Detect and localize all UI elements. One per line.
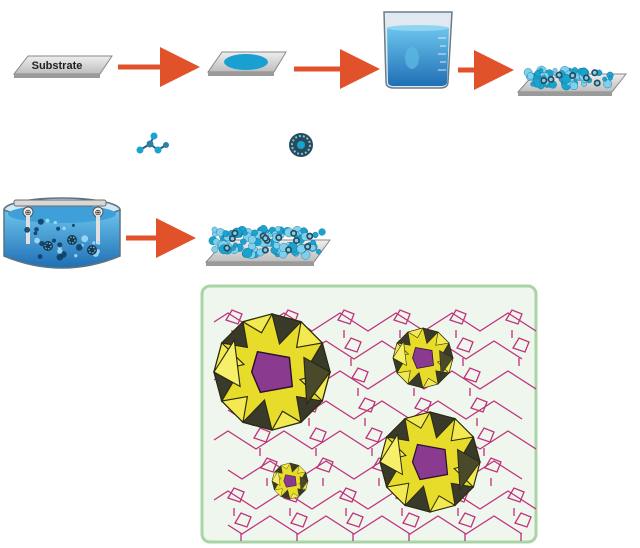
monomer-molecule-icon — [136, 132, 169, 154]
structure-inset-panel — [200, 284, 538, 544]
polyoxometalate-cluster-bottom-right — [379, 411, 481, 513]
substrate-label: Substrate — [32, 60, 83, 72]
substrate-plate: Substrate — [12, 55, 113, 78]
deposited-film-1 — [516, 65, 628, 96]
polyoxometalate-cluster-small — [271, 462, 309, 500]
polyoxometalate-cluster-icon — [289, 133, 313, 157]
svg-text:⊕: ⊕ — [25, 208, 32, 217]
electrochemical-cell-icon: ⊕ ⊕ — [3, 197, 121, 269]
polyoxometalate-cluster-large — [213, 313, 331, 431]
coated-substrate — [207, 51, 287, 76]
svg-text:⊕: ⊕ — [95, 208, 102, 217]
deposited-film-2 — [204, 225, 331, 266]
beaker-icon — [383, 11, 453, 89]
polyoxometalate-cluster-top-right — [392, 327, 454, 389]
